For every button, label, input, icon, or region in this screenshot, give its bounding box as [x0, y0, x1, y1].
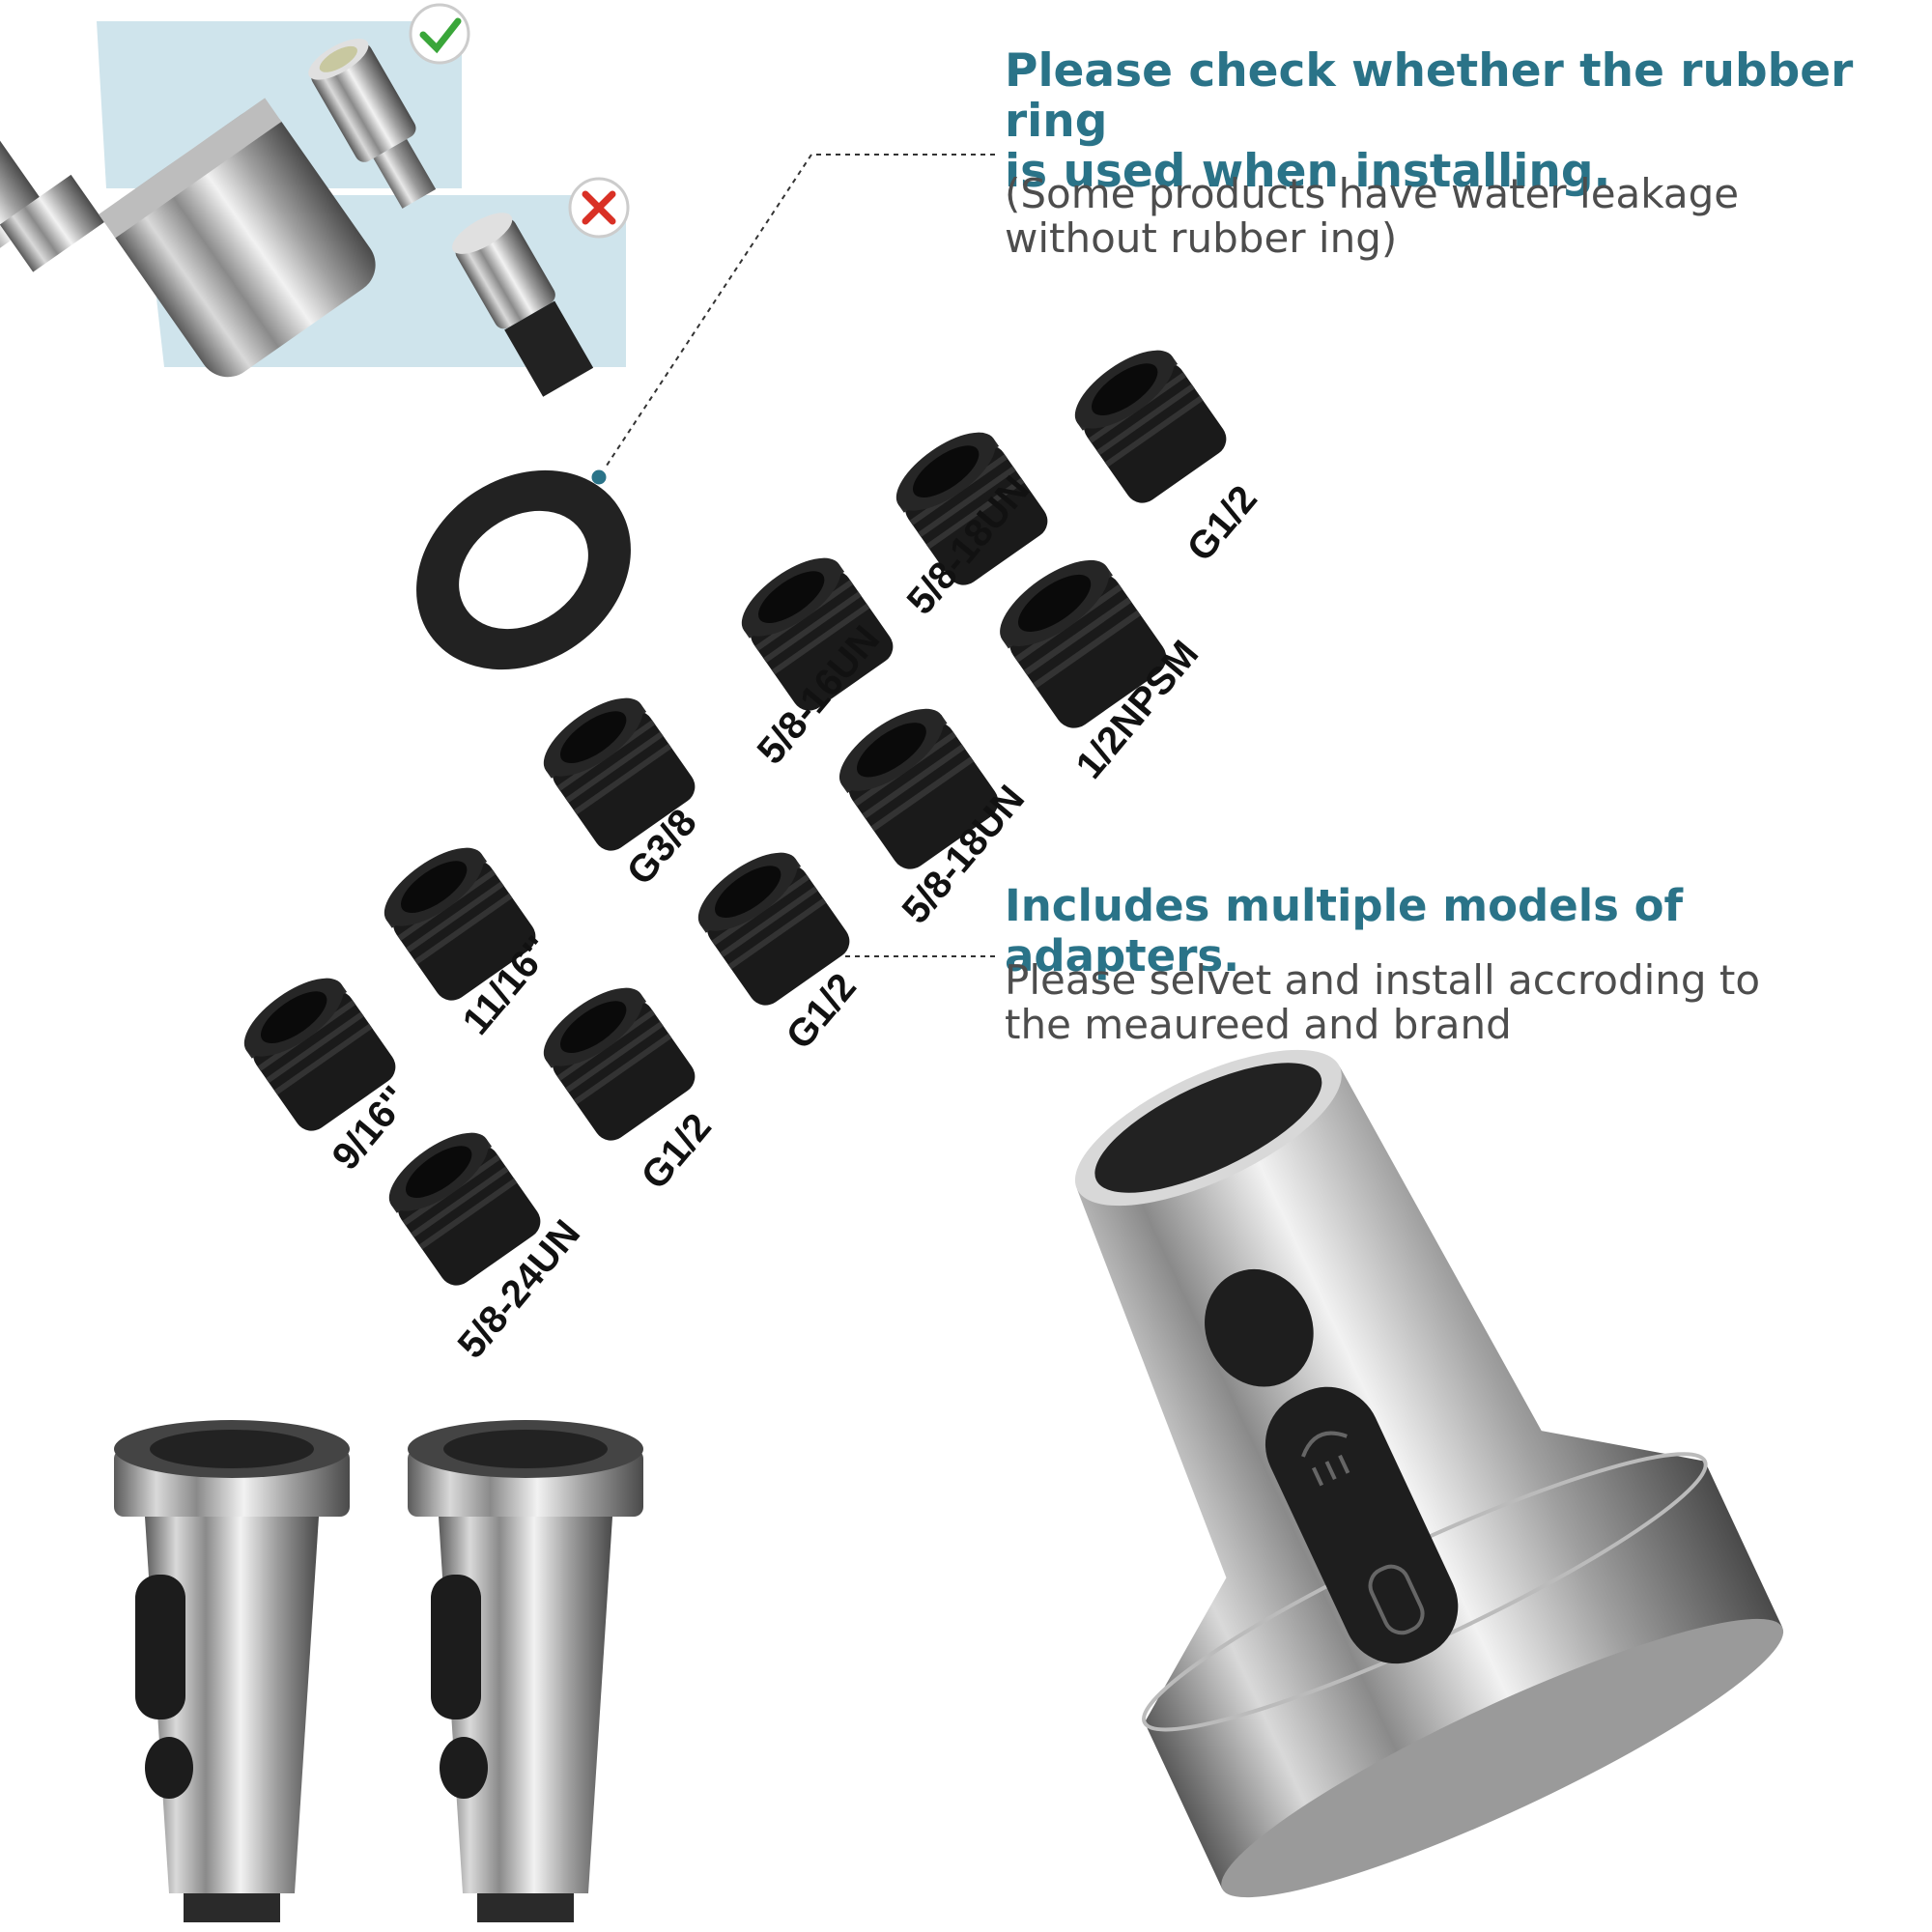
hose-with-ring [308, 39, 437, 209]
spray-icon [1301, 1431, 1350, 1487]
adapters-body-line2: the meaureed and brand [1005, 1001, 1512, 1048]
adapters-heading: Includes multiple models of adapters. [1005, 880, 1684, 981]
sprayer-mode-button-round [1205, 1268, 1314, 1387]
stream-icon [1368, 1564, 1425, 1635]
ring-pointer-dot [588, 467, 610, 488]
rubber-ring-note-line1: (Some products have water leakage [1005, 170, 1740, 217]
adapters-heading-block: Includes multiple models of adapters. [1005, 881, 1922, 981]
hose-without-ring [452, 213, 594, 397]
rubber-ring-note: (Some products have water leakage withou… [1005, 172, 1913, 261]
rubber-ring-heading-line1: Please check whether the rubber ring [1005, 44, 1854, 148]
rubber-ring [416, 469, 631, 670]
adapters-body: Please selvet and install accroding to t… [1005, 958, 1913, 1047]
leader-lines [598, 154, 995, 957]
sprayer-head-small-2 [408, 1420, 643, 1922]
adapters-body-line1: Please selvet and install accroding to [1005, 956, 1761, 1004]
sprayer-head-small-1 [114, 1420, 350, 1922]
rubber-ring-heading: Please check whether the rubber ring is … [1005, 46, 1918, 197]
check-icon [409, 3, 470, 65]
rubber-ring-heading-line2: is used when installing. [1005, 145, 1611, 198]
faucet-connector [0, 93, 376, 378]
sprayer-head-large [1074, 1049, 1784, 1898]
cross-icon [568, 177, 630, 239]
rubber-ring-note-line2: without rubber ing) [1005, 214, 1398, 262]
sprayer-mode-switch [1264, 1386, 1459, 1664]
adapter-g12-top [1063, 335, 1234, 510]
